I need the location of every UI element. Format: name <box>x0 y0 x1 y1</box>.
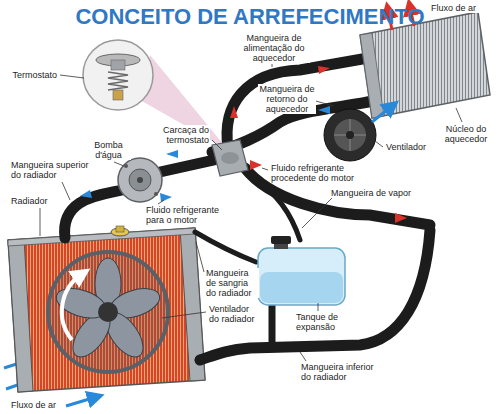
leader-lines-part <box>162 312 206 318</box>
leader-lines-part <box>60 75 84 78</box>
thermostat-inset-part <box>113 90 123 100</box>
heater-blower-part <box>324 109 376 161</box>
part-label: Mangueira de sangria do radiador <box>205 268 259 298</box>
part-label: Núcleo do aquecedor <box>438 124 494 144</box>
water-pump-part <box>129 169 151 191</box>
leader-lines-part <box>62 182 70 200</box>
flow-arrows-part <box>80 190 92 198</box>
radiator-part <box>116 226 124 232</box>
radiator-part <box>8 239 33 392</box>
part-label: Mangueira de retorno do aquecedor <box>258 84 316 114</box>
radiator-fan-part <box>48 252 168 372</box>
hoses-part <box>200 230 430 360</box>
hoses-part <box>269 305 276 346</box>
leader-lines-part <box>375 141 383 147</box>
flow-arrows-part <box>318 66 330 74</box>
thermostat-inset-part <box>83 40 153 110</box>
thermostat-housing-part <box>212 140 248 176</box>
hoses-part <box>160 160 214 172</box>
part-label: Bomba d'água <box>86 140 131 160</box>
part-label: Fluido refrigerante para o motor <box>145 205 235 225</box>
water-pump-part <box>137 177 143 183</box>
leader-lines-part <box>272 64 273 67</box>
part-label: Radiador <box>10 196 54 206</box>
heater-blower-part <box>334 119 366 151</box>
leader-lines-part <box>262 168 268 170</box>
leader-lines-part <box>302 198 332 228</box>
water-pump <box>118 158 162 202</box>
hoses-part <box>65 190 122 238</box>
leader-lines-part <box>318 303 319 311</box>
radiator <box>8 226 205 392</box>
part-label: Mangueira de vapor <box>330 188 422 198</box>
radiator-fan <box>48 252 168 372</box>
heater-blower-part <box>346 131 354 139</box>
hoses-part <box>195 232 256 262</box>
radiator-part <box>8 228 205 392</box>
part-label: Mangueira superior do radiador <box>10 160 96 180</box>
flow-arrows-part <box>230 106 238 118</box>
heater-blower-part <box>372 106 392 122</box>
flow-arrows-part <box>166 150 178 158</box>
thermostat-inset <box>83 40 153 110</box>
leader-lines-part <box>114 162 124 166</box>
flow-arrows-part <box>160 193 172 202</box>
expansion-tank-part <box>260 272 343 303</box>
diagram-title: CONCEITO DE ARREFECIMENTO <box>0 4 500 30</box>
leader-lines-part <box>40 208 41 236</box>
part-label: Fluxo de ar <box>430 3 485 13</box>
expansion-tank-part <box>271 236 291 244</box>
part-label: Ventilador <box>385 142 435 152</box>
water-pump-part <box>118 158 162 202</box>
leader-lines-part <box>300 352 306 361</box>
airflow-arrows-part <box>66 397 96 406</box>
heater-blower <box>324 106 392 161</box>
flow-arrows-part <box>395 213 407 223</box>
thermostat-housing <box>212 140 248 176</box>
water-pump-part <box>154 192 158 196</box>
thermostat-inset-part <box>108 72 128 90</box>
part-label: Termostato <box>8 70 58 80</box>
part-label: Tanque de expansão <box>295 312 350 332</box>
part-label: Mangueira de alimentação do aquecedor <box>238 33 310 63</box>
leader-lines <box>40 64 462 361</box>
hoses-part <box>255 180 300 240</box>
expansion-tank <box>258 236 345 305</box>
part-label: Ventilador do radiador <box>208 304 262 324</box>
leader-lines-part <box>212 140 222 150</box>
thermostat-housing-part <box>221 152 239 164</box>
part-label: Fluido refrigerante procedente do motor <box>270 163 365 183</box>
expansion-tank-part <box>258 248 345 305</box>
flow-arrows-part <box>318 106 330 114</box>
leader-lines-part <box>158 200 164 204</box>
leader-lines-part <box>196 242 204 272</box>
thermostat-inset-part <box>111 60 125 70</box>
part-label: Mangueira inferior do radiador <box>300 362 386 382</box>
heater-core-part <box>360 33 384 118</box>
radiator-fan-part <box>98 302 118 322</box>
part-label: Carcaça do termostato <box>150 125 210 145</box>
radiator-fan-part <box>62 274 82 340</box>
water-pump-part <box>124 164 128 168</box>
part-label: Fluxo de ar <box>10 400 65 410</box>
leader-lines-part <box>456 108 462 122</box>
flow-arrows-part <box>250 160 262 170</box>
radiator-part <box>8 228 195 246</box>
